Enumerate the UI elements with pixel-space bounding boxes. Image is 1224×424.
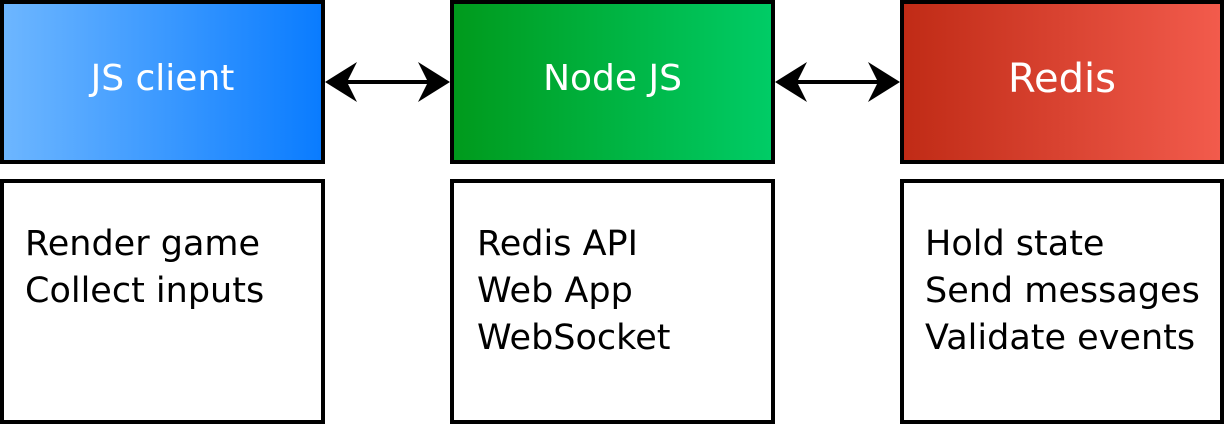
node-js-title: Node JS: [543, 58, 682, 99]
js-client-responsibilities: Render game Collect inputs: [0, 179, 325, 424]
js-client-title: JS client: [90, 58, 235, 99]
responsibility-item: Collect inputs: [25, 271, 265, 311]
client-node-bidirectional-arrow: [325, 62, 450, 102]
responsibility-item: Validate events: [925, 318, 1196, 358]
responsibility-item: Web App: [477, 271, 633, 311]
node-redis-bidirectional-arrow: [775, 62, 900, 102]
responsibility-item: Send messages: [925, 271, 1200, 311]
responsibility-item: WebSocket: [477, 318, 671, 358]
node-js-responsibilities: Redis API Web App WebSocket: [450, 179, 775, 424]
redis-responsibilities: Hold state Send messages Validate events: [900, 179, 1224, 424]
redis-node: Redis: [900, 0, 1224, 164]
responsibility-item: Redis API: [477, 224, 638, 264]
redis-title: Redis: [1008, 56, 1116, 102]
node-js-node: Node JS: [450, 0, 775, 164]
js-client-node: JS client: [0, 0, 325, 164]
responsibility-item: Render game: [25, 224, 261, 264]
responsibility-item: Hold state: [925, 224, 1105, 264]
